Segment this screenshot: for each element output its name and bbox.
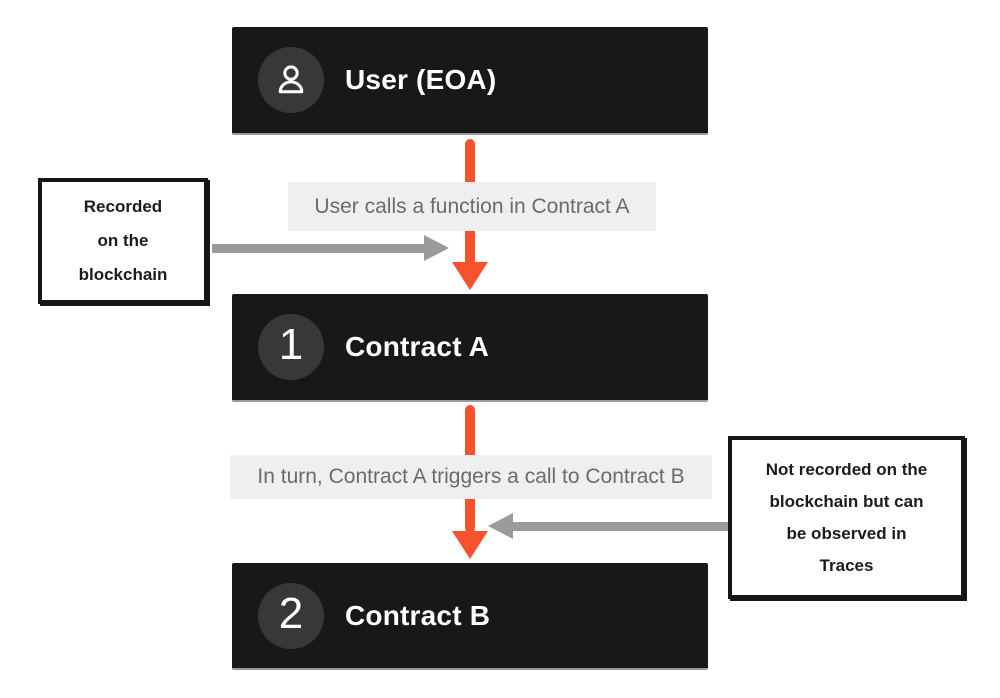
- arrow-user-to-a-shaft-bottom: [465, 226, 475, 266]
- arrow-a-to-b-shaft-top: [465, 405, 475, 459]
- edge-label-user-to-a: User calls a function in Contract A: [288, 182, 656, 231]
- callout-not-recorded-text: Not recorded on the blockchain but can b…: [765, 459, 928, 575]
- contract-b-badge: 2: [258, 582, 324, 649]
- callout-recorded-on-blockchain: Recorded on the blockchain: [38, 178, 208, 304]
- node-contract-a-title: Contract A: [345, 331, 490, 362]
- node-user-title: User (EOA): [345, 64, 497, 95]
- recorded-annotation-arrow-shaft: [212, 244, 426, 253]
- contract-b-badge-number: 2: [278, 588, 304, 638]
- traces-annotation-arrow-head-icon: [488, 513, 513, 539]
- user-icon: [278, 65, 304, 94]
- arrow-user-to-a-shaft-top: [465, 139, 475, 189]
- edge-label-a-to-b: In turn, Contract A triggers a call to C…: [230, 455, 712, 499]
- node-contract-b-title: Contract B: [345, 599, 491, 631]
- arrow-a-to-b-head-icon: [452, 531, 488, 559]
- node-user-eoa: User (EOA): [232, 27, 708, 135]
- callout-not-recorded-traces: Not recorded on the blockchain but can b…: [728, 436, 965, 599]
- node-contract-b: 2 Contract B: [232, 563, 708, 670]
- user-avatar-circle: [258, 47, 324, 113]
- arrow-a-to-b-shaft-bottom: [465, 493, 475, 533]
- arrow-user-to-a-head-icon: [452, 262, 488, 290]
- recorded-annotation-arrow-head-icon: [424, 235, 449, 261]
- traces-annotation-arrow-shaft: [512, 522, 730, 531]
- node-contract-a: 1 Contract A: [232, 294, 708, 402]
- contract-a-badge-number: 1: [278, 320, 304, 369]
- callout-recorded-text: Recorded on the blockchain: [78, 197, 168, 284]
- contract-a-badge: 1: [258, 314, 324, 380]
